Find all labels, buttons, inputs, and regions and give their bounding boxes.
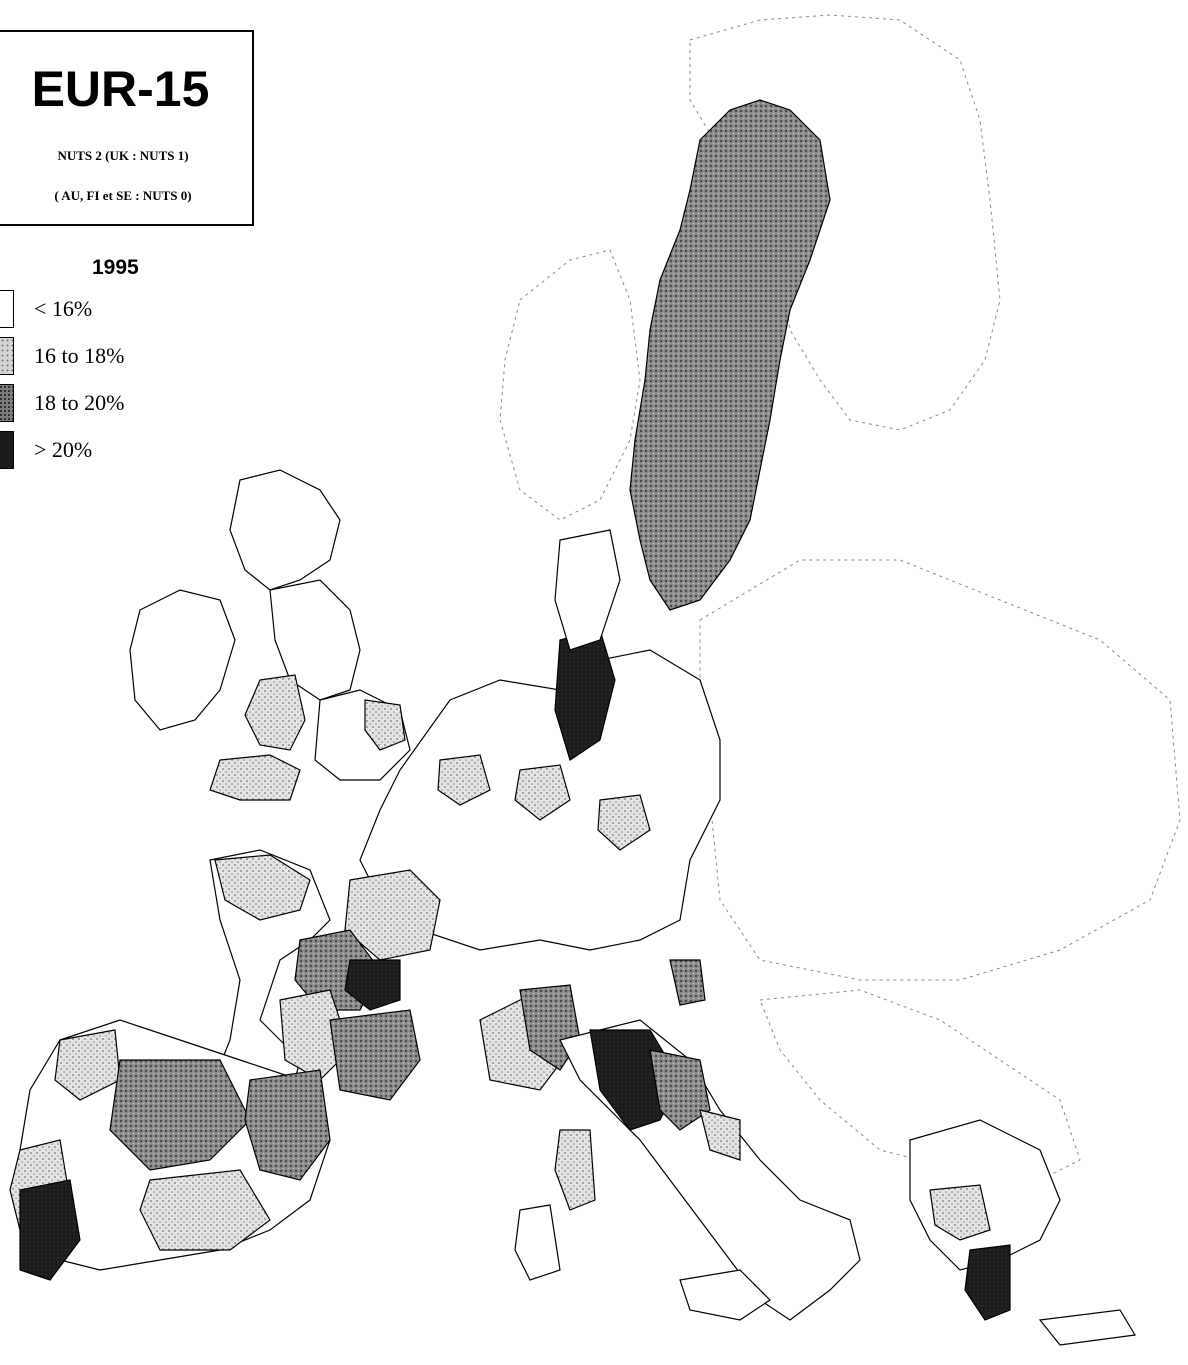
nuts-exception-note: ( AU, FI et SE : NUTS 0): [54, 188, 192, 203]
legend-swatch: [0, 384, 14, 422]
legend-item: 18 to 20%: [0, 384, 200, 424]
legend-swatch: [0, 337, 14, 375]
legend-label: < 16%: [34, 296, 93, 321]
legend-item: 16 to 18%: [0, 337, 200, 377]
sweden-region: [629, 99, 831, 611]
title-box: EUR-15 NUTS 2 (UK : NUTS 1) ( AU, FI et …: [0, 30, 254, 226]
legend-year: 1995: [92, 256, 139, 279]
legend-swatch: [0, 431, 14, 469]
nuts-level-note: NUTS 2 (UK : NUTS 1): [57, 148, 189, 163]
legend-label: 18 to 20%: [34, 390, 125, 415]
legend-item: > 20%: [0, 431, 200, 471]
non-eu-background: [499, 14, 1181, 1181]
continental-regions: [9, 529, 1136, 1346]
map-title: EUR-15: [31, 61, 210, 117]
legend-label: > 20%: [34, 437, 93, 462]
legend-item: < 16%: [0, 290, 200, 330]
legend-label: 16 to 18%: [34, 343, 125, 368]
uk-ireland-regions: [129, 469, 411, 801]
legend-swatch: [0, 290, 14, 328]
